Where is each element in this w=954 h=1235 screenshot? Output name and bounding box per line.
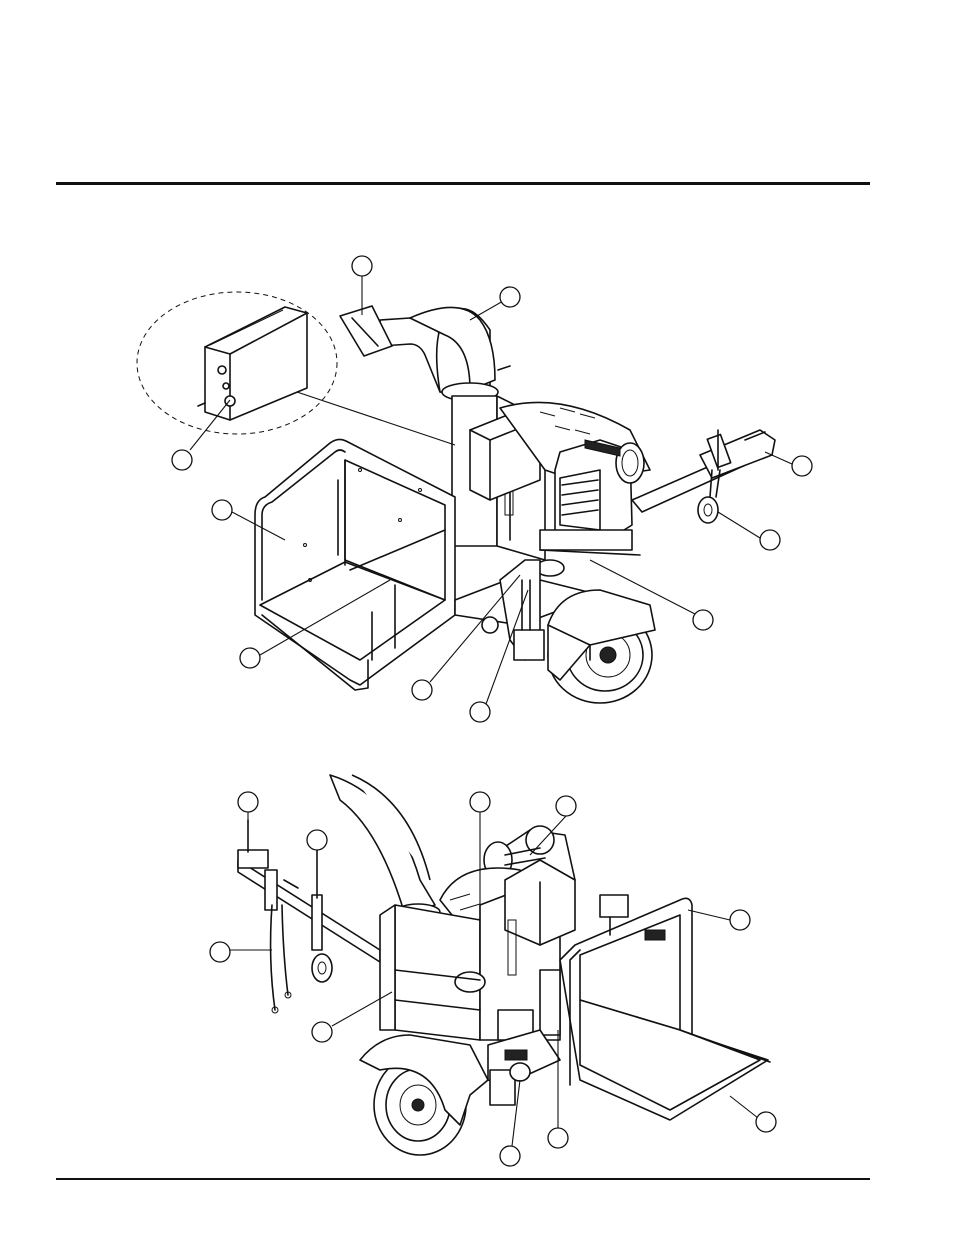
callout-circle — [237, 791, 259, 813]
callout-circle — [211, 499, 233, 521]
callout-circle — [555, 795, 577, 817]
frame-and-wheel-rear — [359, 1029, 561, 1156]
callout-circle — [469, 791, 491, 813]
callout-circle — [791, 455, 813, 477]
infeed-hopper-rear — [559, 894, 771, 1121]
lower-callouts — [209, 791, 777, 1167]
callout-circle — [351, 255, 373, 277]
callout-circle — [499, 1145, 521, 1167]
callout-circle — [209, 941, 231, 963]
drum-housing — [451, 395, 651, 561]
callout-circle — [411, 679, 433, 701]
callout-circle — [171, 449, 193, 471]
callout-circle — [306, 829, 328, 851]
control-box — [197, 306, 308, 421]
callout-circle — [469, 701, 491, 723]
callout-circle — [311, 1021, 333, 1043]
callout-circle — [499, 286, 521, 308]
tow-hitch — [631, 429, 776, 524]
callout-circle — [759, 529, 781, 551]
detail-ellipse — [136, 291, 338, 435]
top-rule — [56, 182, 870, 185]
discharge-chute — [339, 305, 511, 402]
callout-circle — [547, 1127, 569, 1149]
frame-and-wheel — [454, 559, 656, 704]
callout-circle — [755, 1111, 777, 1133]
callout-circle — [729, 909, 751, 931]
discharge-chute-rear — [329, 774, 441, 921]
engine — [535, 439, 645, 577]
lower-view — [209, 774, 777, 1167]
upper-view — [136, 255, 813, 723]
drum-housing-rear — [379, 859, 576, 1041]
bottom-rule — [56, 1178, 870, 1180]
callout-circle — [692, 609, 714, 631]
tongue-jack-chains — [237, 819, 381, 1014]
upper-callouts — [171, 255, 813, 723]
infeed-hopper — [254, 438, 456, 691]
callout-circle — [239, 647, 261, 669]
